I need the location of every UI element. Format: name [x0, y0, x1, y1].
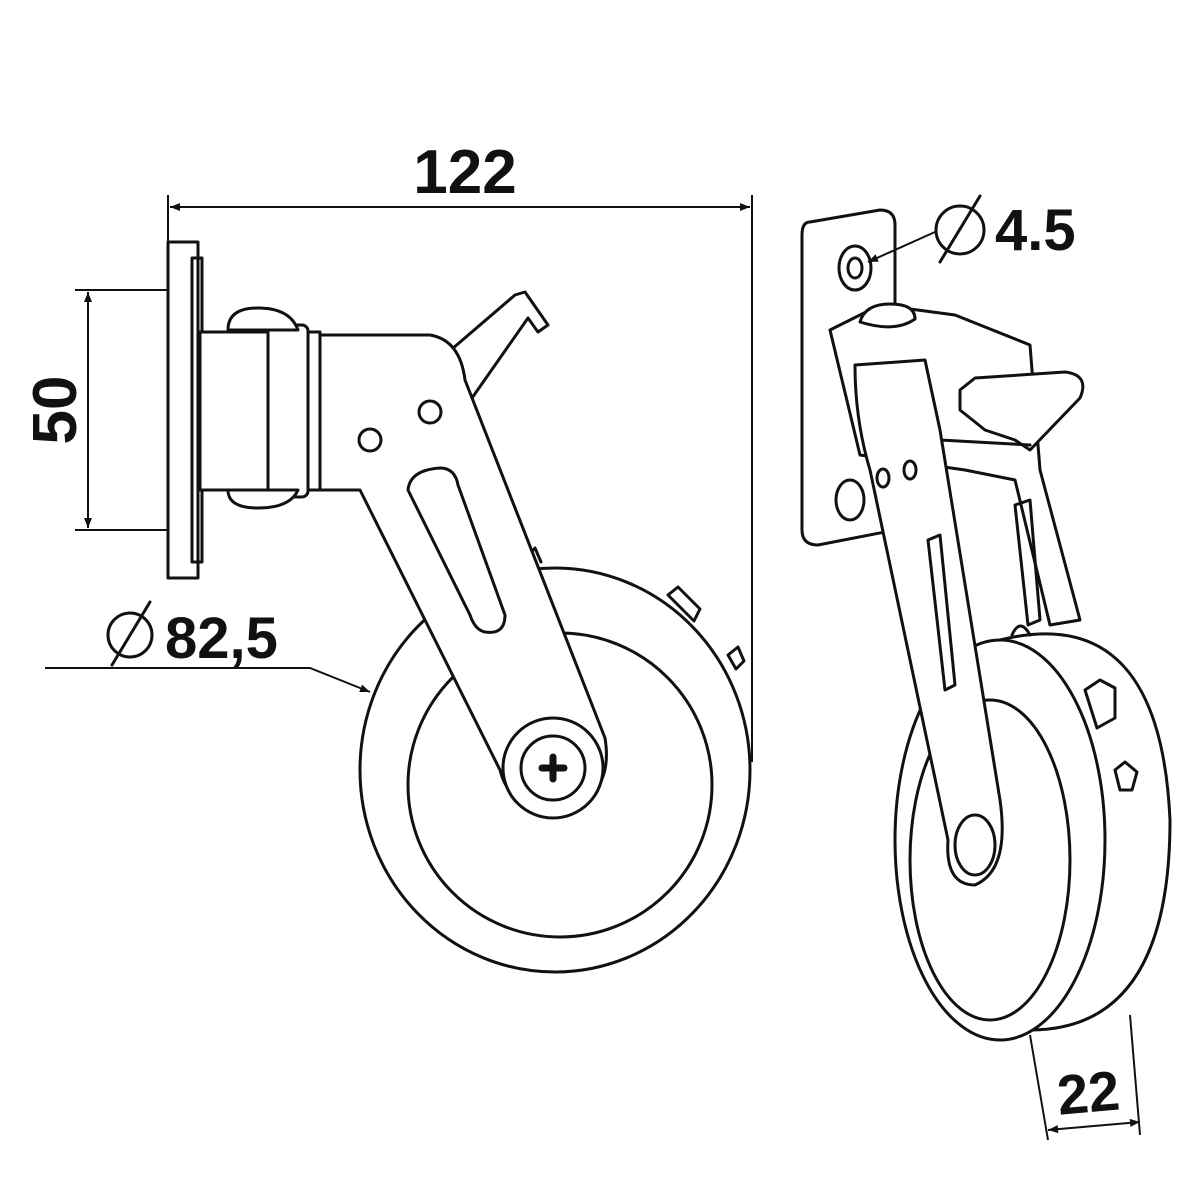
- hinge-screw-top: [226, 306, 300, 332]
- perspective-view: [800, 208, 1172, 1042]
- arm-hole: [902, 459, 918, 481]
- dimension-label-wheel-diameter: 82,5: [165, 606, 278, 671]
- dimension-50: 50: [21, 289, 168, 531]
- dimension-hole-diameter: 4.5: [867, 194, 1076, 264]
- arm-hole: [417, 399, 443, 425]
- dimension-wheel-diameter: 82,5: [45, 600, 371, 693]
- mounting-hole: [834, 478, 866, 522]
- dimension-label-length: 122: [413, 138, 516, 207]
- axle-screw: [953, 813, 997, 877]
- brake-lever: [443, 290, 550, 410]
- bracket-screw: [858, 302, 917, 329]
- wheel-arm: [853, 358, 1004, 887]
- mounting-hole: [846, 256, 864, 280]
- arm-slot-rear: [1013, 498, 1042, 627]
- arm-slot: [406, 466, 507, 634]
- phillips-screw-icon: [538, 753, 568, 783]
- dimension-label-wheel-width: 22: [1055, 1058, 1123, 1126]
- hinge-barrel: [266, 323, 310, 499]
- diameter-symbol-icon: [106, 600, 154, 667]
- brake-clip: [1010, 624, 1139, 792]
- dimension-label-plate-height: 50: [21, 376, 90, 445]
- side-view: [166, 240, 752, 974]
- arm-slot: [926, 533, 957, 692]
- arm-hole: [357, 427, 383, 453]
- dimension-22: 22: [1029, 1014, 1141, 1141]
- arm-hole: [875, 467, 891, 489]
- dimension-122: 122: [167, 138, 753, 762]
- dimension-label-hole-diameter: 4.5: [995, 198, 1076, 263]
- diameter-symbol-icon: [934, 194, 986, 264]
- brake-lever: [958, 370, 1085, 452]
- hinge-screw-bottom: [226, 488, 300, 510]
- mounting-hole: [837, 244, 873, 292]
- wheel-front-rim: [908, 698, 1072, 1022]
